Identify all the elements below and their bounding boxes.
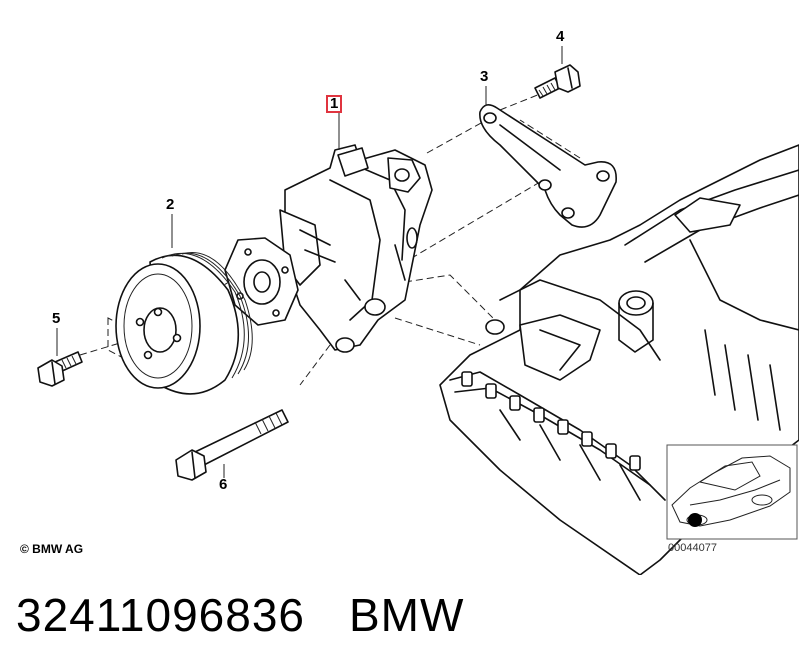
callout-2[interactable]: 2 bbox=[166, 196, 175, 213]
pulley bbox=[115, 252, 253, 395]
callout-1[interactable]: 1 bbox=[326, 95, 343, 113]
bolt-4 bbox=[534, 64, 581, 99]
brand-name: BMW bbox=[349, 589, 465, 641]
vehicle-locator-thumbnail bbox=[666, 444, 798, 540]
callout-5[interactable]: 5 bbox=[52, 310, 61, 327]
bolt-6 bbox=[175, 409, 289, 481]
hub-flange bbox=[224, 237, 299, 326]
bracket bbox=[479, 104, 617, 228]
footer-caption: 32411096836 BMW bbox=[16, 588, 464, 642]
callout-6[interactable]: 6 bbox=[219, 476, 228, 493]
copyright-notice: © BMW AG bbox=[20, 542, 84, 556]
diagram-id: 00044077 bbox=[668, 542, 717, 554]
callout-4[interactable]: 4 bbox=[556, 28, 565, 45]
leader-lines bbox=[56, 46, 563, 478]
parts-diagram bbox=[37, 46, 799, 575]
callout-3[interactable]: 3 bbox=[480, 68, 489, 85]
location-marker bbox=[688, 513, 702, 527]
power-steering-pump bbox=[279, 144, 433, 353]
part-number: 32411096836 bbox=[16, 589, 305, 641]
bolt-5 bbox=[37, 351, 83, 387]
